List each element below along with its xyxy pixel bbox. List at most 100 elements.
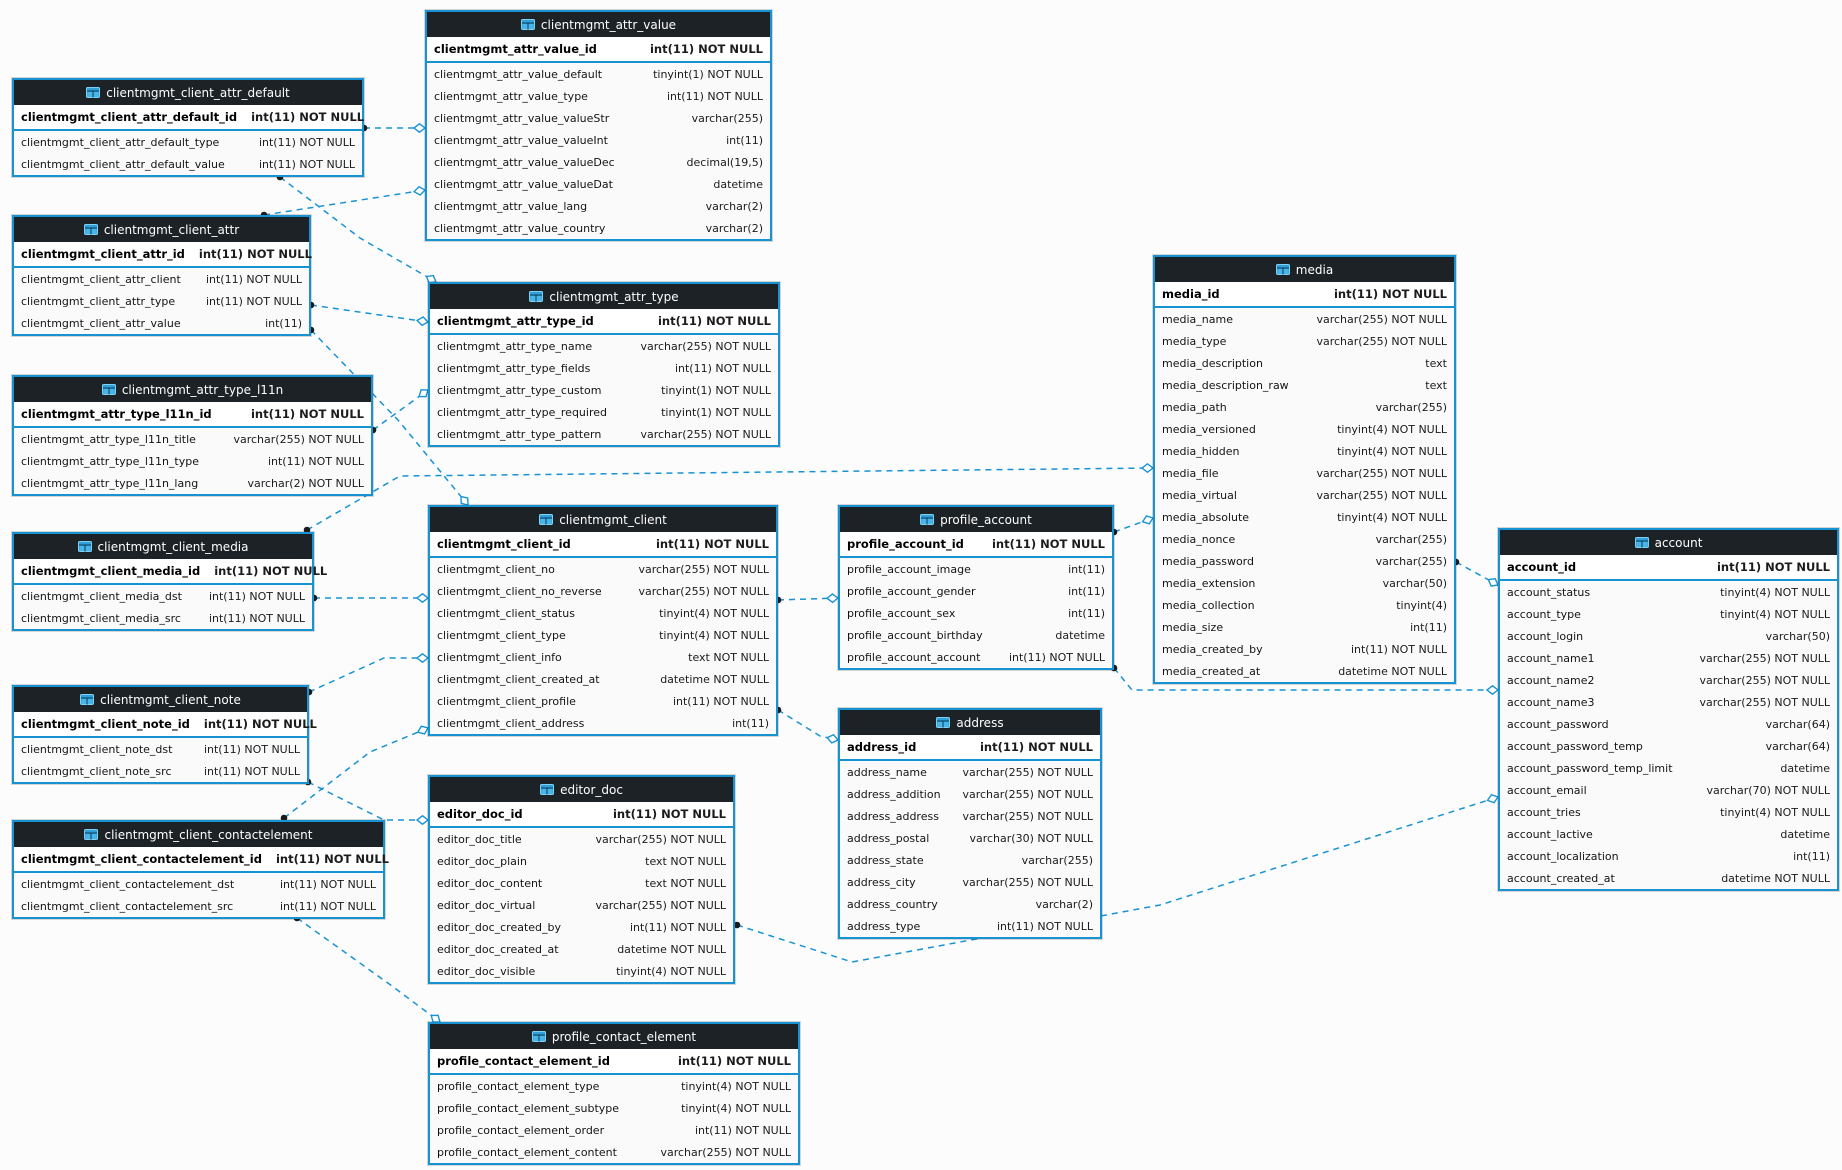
column-name: media_password: [1162, 554, 1254, 568]
column-type: varchar(255) NOT NULL: [1316, 334, 1447, 348]
column-name: address_type: [847, 919, 921, 933]
table-grid-icon: [84, 829, 99, 840]
column-type: datetime: [1780, 761, 1830, 775]
table-header[interactable]: editor_doc: [430, 777, 733, 802]
table-header[interactable]: address: [840, 710, 1100, 735]
column-name: media_type: [1162, 334, 1227, 348]
column-type: int(11) NOT NULL: [1333, 287, 1447, 301]
column-type: int(11) NOT NULL: [996, 919, 1093, 933]
column-type: int(11) NOT NULL: [612, 807, 726, 821]
table-header[interactable]: media: [1155, 257, 1454, 282]
table-header[interactable]: clientmgmt_client: [430, 507, 776, 532]
column-type: int(11) NOT NULL: [279, 877, 376, 891]
table-header[interactable]: clientmgmt_client_media: [14, 534, 312, 559]
table-header[interactable]: account: [1500, 530, 1837, 555]
table-clientmgmt_client_attr_default[interactable]: clientmgmt_client_attr_default clientmgmt…: [12, 78, 364, 177]
table-clientmgmt_client_media[interactable]: clientmgmt_client_media clientmgmt_client…: [12, 532, 327, 631]
column-name: clientmgmt_attr_type_fields: [437, 361, 591, 375]
column-name: editor_doc_visible: [437, 964, 536, 978]
column-name: media_created_at: [1162, 664, 1261, 678]
connector-end-diamond: [460, 495, 469, 506]
column-name: clientmgmt_attr_value_valueInt: [434, 133, 608, 147]
connector-clientmgmt_client_attr-to-clientmgmt_attr_type: [307, 301, 430, 327]
column-name: clientmgmt_client_address: [437, 716, 585, 730]
column-type: tinyint(4) NOT NULL: [659, 606, 769, 620]
table-title: profile_contact_element: [551, 1029, 697, 1044]
connector-origin-dot: [733, 921, 741, 929]
column-name: editor_doc_created_at: [437, 942, 559, 956]
column-name: account_password_temp: [1507, 739, 1643, 753]
column-type: int(11) NOT NULL: [991, 537, 1105, 551]
connector-end-diamond: [1486, 793, 1500, 804]
connector-clientmgmt_attr_type_l11n-to-clientmgmt_attr_type: [369, 389, 429, 434]
table-header[interactable]: clientmgmt_client_attr_default: [14, 80, 362, 105]
table-header[interactable]: profile_account: [840, 507, 1112, 532]
column-type: int(11) NOT NULL: [1008, 650, 1105, 664]
column-type: int(11) NOT NULL: [205, 294, 302, 308]
column-name: profile_account_sex: [847, 606, 956, 620]
table-header[interactable]: clientmgmt_client_attr: [14, 217, 309, 242]
column-name: clientmgmt_attr_value_type: [434, 89, 588, 103]
column-type: text: [1425, 356, 1447, 370]
column-type: tinyint(4) NOT NULL: [616, 964, 726, 978]
column-type: tinyint(4) NOT NULL: [1720, 585, 1830, 599]
column-type: varchar(255) NOT NULL: [962, 787, 1093, 801]
table-header[interactable]: clientmgmt_attr_type: [430, 284, 778, 309]
table-header[interactable]: clientmgmt_client_contactelement: [14, 822, 383, 847]
column-name: clientmgmt_client_media_src: [21, 611, 181, 625]
table-header[interactable]: clientmgmt_client_note: [14, 687, 307, 712]
column-type: varchar(255) NOT NULL: [1699, 651, 1830, 665]
column-name: clientmgmt_attr_type_l11n_id: [21, 407, 212, 421]
table-header[interactable]: clientmgmt_attr_type_l11n: [14, 377, 371, 402]
table-clientmgmt_attr_type[interactable]: clientmgmt_attr_type clientmgmt_attr_type…: [428, 282, 780, 447]
column-type: varchar(2): [705, 221, 763, 235]
table-grid-icon: [83, 224, 98, 235]
column-type: int(11) NOT NULL: [979, 740, 1093, 754]
table-header[interactable]: clientmgmt_attr_value: [427, 12, 770, 37]
table-title: clientmgmt_client: [559, 512, 667, 527]
column-name: address_country: [847, 897, 938, 911]
column-name: clientmgmt_attr_type_l11n_type: [21, 454, 199, 468]
column-name: account_localization: [1507, 849, 1619, 863]
column-name: clientmgmt_client_attr_default_value: [21, 157, 225, 171]
column-name: media_virtual: [1162, 488, 1237, 502]
table-clientmgmt_attr_value[interactable]: clientmgmt_attr_value clientmgmt_attr_val…: [425, 10, 772, 241]
table-header[interactable]: profile_contact_element: [430, 1024, 798, 1049]
column-name: editor_doc_plain: [437, 854, 527, 868]
column-type: varchar(255) NOT NULL: [640, 339, 771, 353]
column-name: profile_contact_element_order: [437, 1123, 605, 1137]
column-type: int(11) NOT NULL: [258, 135, 355, 149]
table-icon: [531, 1031, 546, 1042]
table-profile_contact_element[interactable]: profile_contact_element profile_contact_e…: [428, 1022, 800, 1165]
connector-end-diamond: [826, 733, 840, 744]
table-clientmgmt_attr_type_l11n[interactable]: clientmgmt_attr_type_l11n clientmgmt_attr…: [12, 375, 373, 496]
